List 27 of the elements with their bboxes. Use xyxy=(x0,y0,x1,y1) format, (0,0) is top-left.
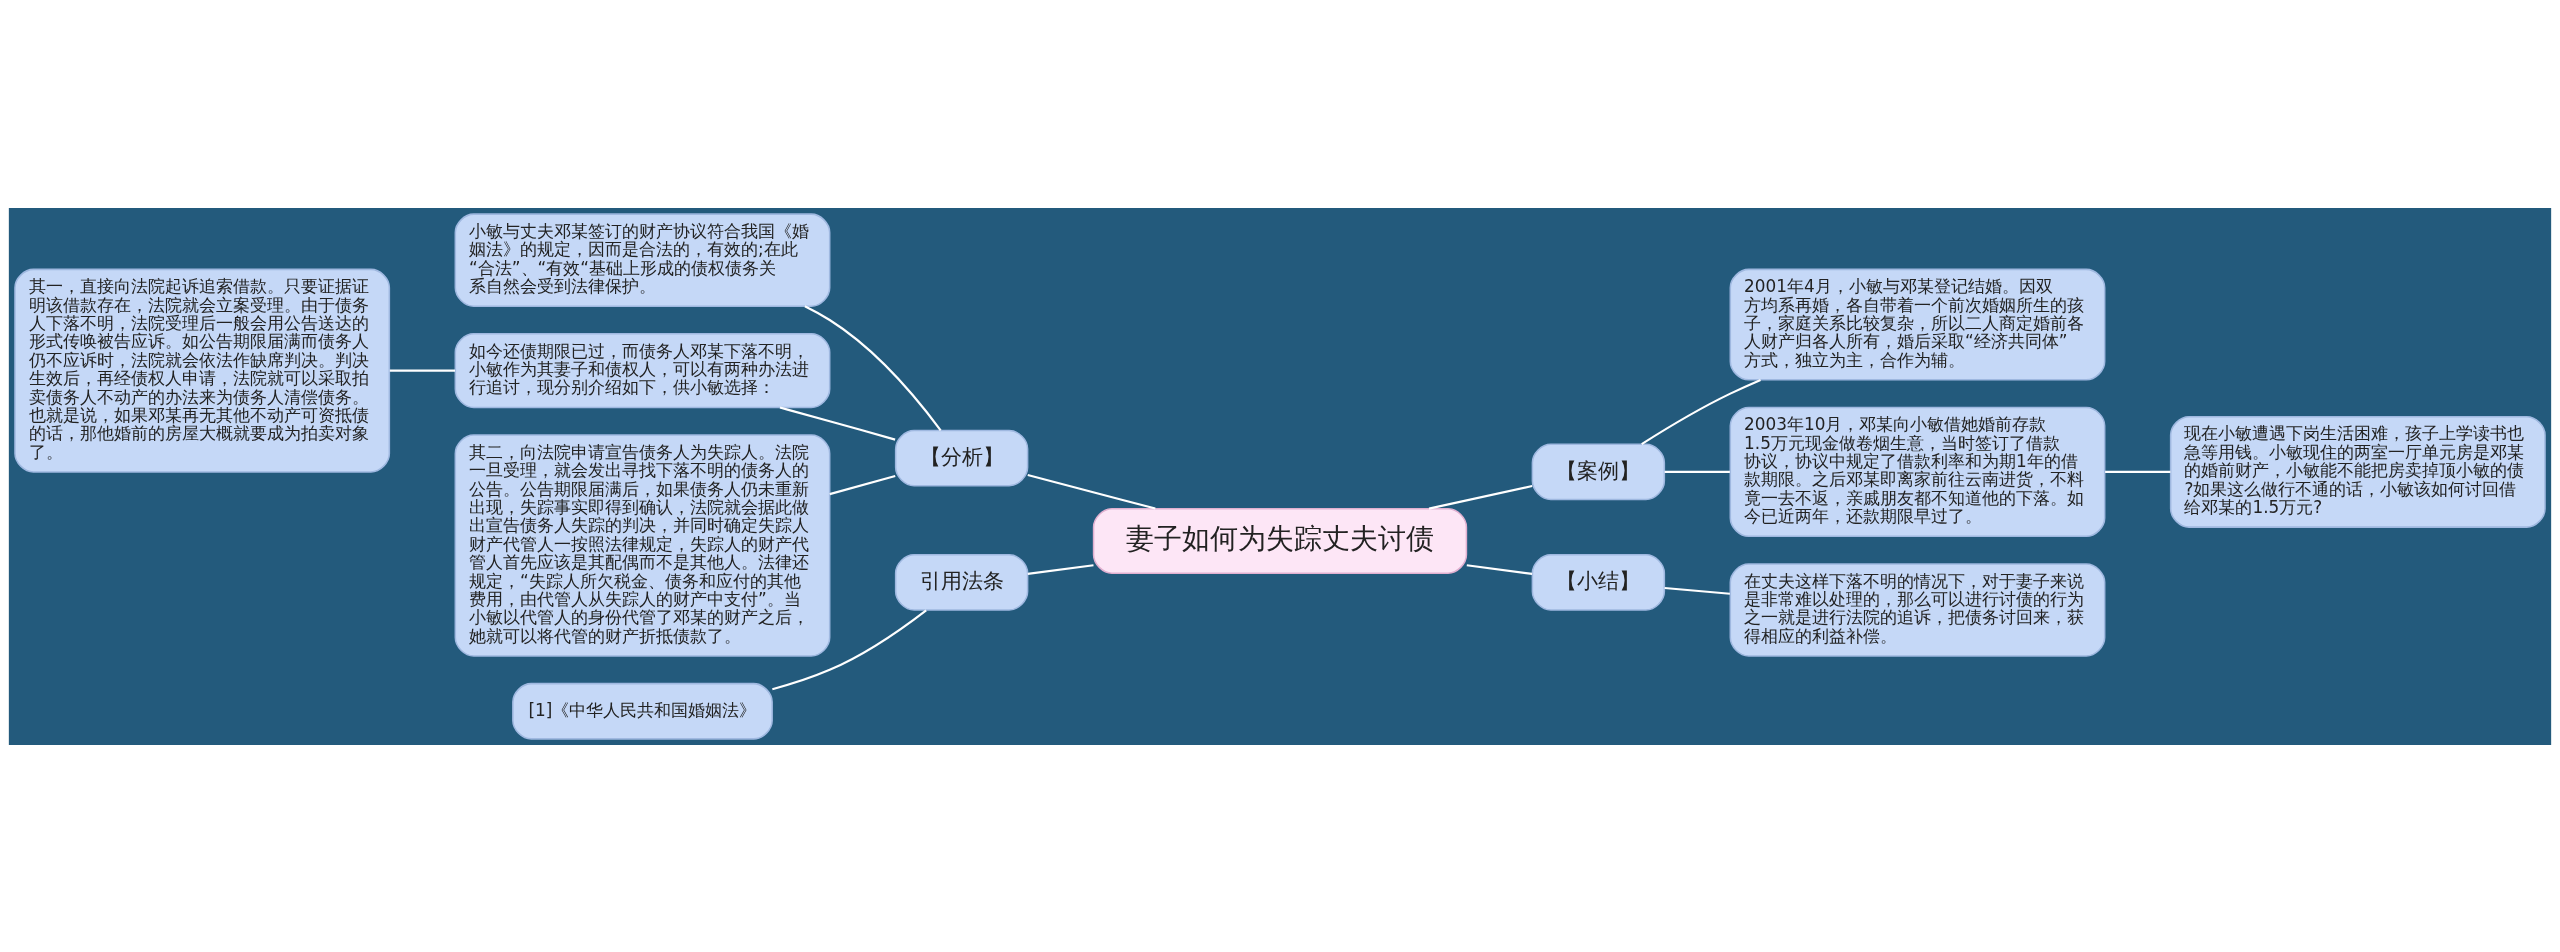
node-box: 在丈夫这样下落不明的情况下，对于妻子来说是非常难以处理的，那么可以进行讨债的行为之一就是进行法院的追诉，把债务讨回来，获得相应的利益补偿。 xyxy=(1729,562,2106,657)
connector xyxy=(1641,378,1761,445)
connector xyxy=(1027,563,1094,575)
node-box: 【分析】 xyxy=(894,429,1029,486)
connector xyxy=(772,608,927,690)
node-box: 妻子如何为失踪丈夫讨债 xyxy=(1092,507,1468,574)
connector xyxy=(779,406,896,441)
connector xyxy=(1428,484,1533,510)
node-box: 小敏与丈夫邓某签订的财产协议符合我国《婚姻法》的规定，因而是合法的，有效的;在此“合法”、“有效“基础上形成的债权债务关系自然会受到法律保护。 xyxy=(454,212,831,307)
node-box: 引用法条 xyxy=(894,553,1029,611)
connector xyxy=(1466,563,1533,575)
node-box: 【小结】 xyxy=(1531,553,1666,611)
connector xyxy=(389,369,456,372)
node-box: 2003年10月，邓某向小敏借她婚前存款1.5万元现金做卷烟生意，当时签订了借款协议，协议中规定了借款利率和为期1年的借款期限。之后邓某即离家前往云南进货，不料竟一去不返，亲戚朋友都不知道他的下落。如今已近两年，还款期限早过了。 xyxy=(1729,406,2106,537)
connector xyxy=(829,474,896,495)
node-box: 【案例】 xyxy=(1531,443,1666,500)
node-box: 如今还债期限已过，而债务人邓某下落不明，小敏作为其妻子和债权人，可以有两种办法进行追讨，现分别介绍如下，供小敏选择： xyxy=(454,332,831,408)
connector xyxy=(1664,586,1730,595)
node-box: 其二，向法院申请宣告债务人为失踪人。法院一旦受理，就会发出寻找下落不明的债务人的公告。公告期限届满后，如果债务人仍未重新出现，失踪事实即得到确认，法院就会据此做出宣告债务人失踪的判决，并同时确定失踪人财产代管人一按照法律规定，失踪人的财产代管人首先应该是其配偶而不是其他人。法律还规定，“失踪人所欠税金、债务和应付的其他费用，由代管人从失踪人的财产中支付”。当小敏以代管人的身份代管了邓某的财产之后，她就可以将代管的财产折抵债款了。 xyxy=(454,433,831,657)
connector xyxy=(1664,470,1730,473)
node-box: 2001年4月，小敏与邓某登记结婚。因双方均系再婚，各自带着一个前次婚姻所生的孩子，家庭关系比较复杂，所以二人商定婚前各人财产归各人所有，婚后采取“经济共同体”方式，独立为主，合作为辅。 xyxy=(1729,268,2106,381)
connector xyxy=(1027,473,1156,510)
node-box: [1]《中华人民共和国婚姻法》 xyxy=(512,682,773,740)
connector xyxy=(804,304,942,431)
connector xyxy=(2105,470,2171,473)
node-box: 现在小敏遭遇下岗生活困难，孩子上学读书也急等用钱。小敏现住的两室一厅单元房是邓某的婚前财产，小敏能不能把房卖掉顶小敏的债?如果这么做行不通的话，小敏该如何讨回借给邓某的1.5万元? xyxy=(2169,415,2546,528)
node-box: 其一，直接向法院起诉追索借款。只要证据证明该借款存在，法院就会立案受理。由于债务人下落不明，法院受理后一般会用公告送达的形式传唤被告应诉。如公告期限届满而债务人仍不应诉时，法院就会依法作缺席判决。判决生效后，再经债权人申请，法院就可以采取拍卖债务人不动产的办法来为债务人清偿债务。也就是说，如果邓某再无其他不动产可资抵债的话，那他婚前的房屋大概就要成为拍卖对象了。 xyxy=(14,268,391,473)
